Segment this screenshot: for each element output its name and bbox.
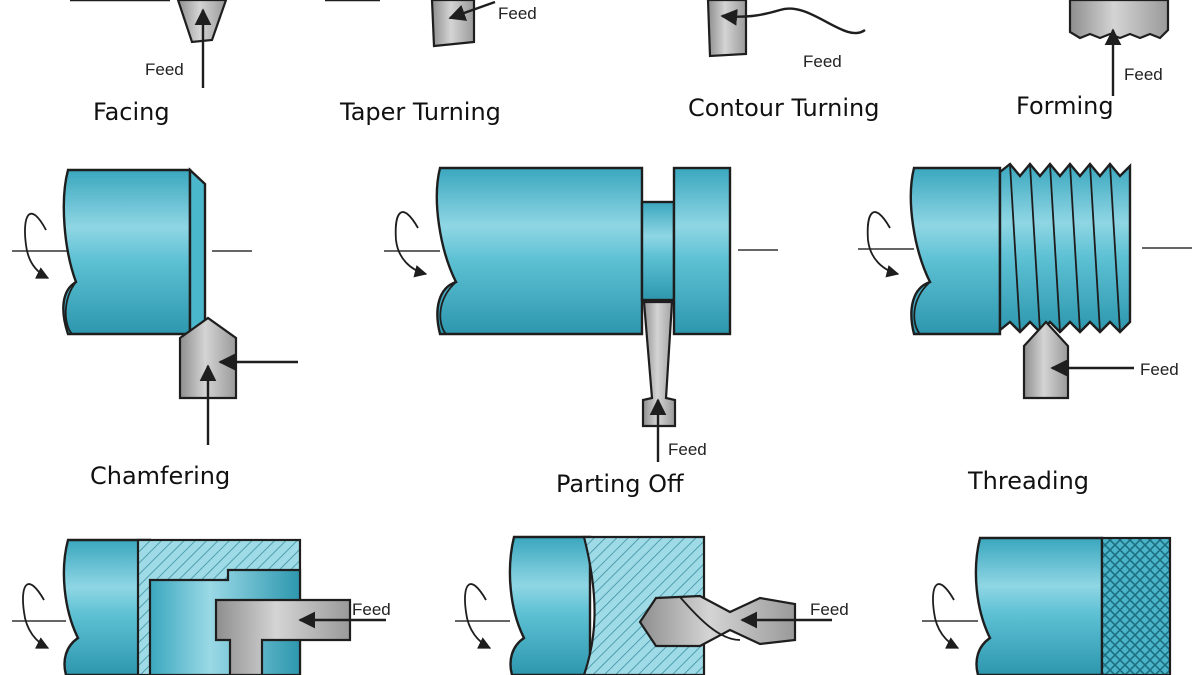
parting-off-label: Parting Off [556, 470, 684, 498]
thread-lines [1009, 163, 1121, 333]
drilling-rotation-arrow [464, 583, 492, 649]
contour-turning-label: Contour Turning [688, 94, 879, 122]
drilling-panel: Feed [455, 535, 849, 675]
forming-panel: Feed Forming [1016, 0, 1170, 120]
parting-tool [641, 300, 677, 428]
knurled-section [1100, 536, 1172, 675]
threading-feed-label: Feed [1140, 360, 1179, 379]
parting-feed-label: Feed [668, 440, 707, 459]
contour-turning-panel: Feed Contour Turning [688, 0, 879, 122]
threading-workpiece [909, 166, 1002, 336]
contour-feed-label: Feed [803, 52, 842, 71]
drill-flute [679, 596, 741, 641]
boring-rotation-arrow [22, 583, 50, 649]
thread-section [998, 162, 1132, 334]
threading-label: Threading [967, 467, 1089, 495]
parting-workpiece-left [435, 166, 644, 336]
facing-panel: Feed Facing [70, 0, 228, 126]
threading-panel: Feed Threading [858, 162, 1192, 495]
parting-rotation-arrow [394, 211, 428, 278]
chamfer-tool [178, 316, 238, 400]
parting-end-curve [439, 281, 457, 335]
taper-feed-arrow [448, 0, 496, 21]
knurling-rotation-arrow [932, 583, 960, 649]
boring-feed-label: Feed [352, 600, 391, 619]
chamfering-panel: Chamfering [12, 167, 298, 490]
drilling-workpiece [508, 535, 592, 675]
threading-end-curve [913, 281, 931, 335]
chamfer-workpiece [62, 168, 192, 336]
taper-tool [430, 0, 476, 48]
chamfering-label: Chamfering [90, 462, 230, 490]
boring-panel: Feed [12, 538, 391, 675]
contour-tool [706, 0, 748, 58]
facing-feed-label: Feed [145, 60, 184, 79]
chamfer-rotation-arrow [24, 212, 50, 279]
taper-turning-label: Taper Turning [339, 98, 501, 126]
facing-label: Facing [93, 98, 170, 126]
chamfer-bevel [188, 167, 207, 337]
knurling-workpiece [974, 536, 1104, 675]
parting-off-panel: Feed Parting Off [384, 166, 778, 498]
parting-neck [640, 200, 676, 302]
taper-turning-panel: Feed Taper Turning [325, 0, 537, 126]
drill-bit [638, 594, 797, 648]
boring-tool [214, 598, 352, 675]
drilling-feed-label: Feed [810, 600, 849, 619]
boring-workpiece [62, 538, 152, 675]
contour-feed-path [720, 7, 866, 35]
forming-label: Forming [1016, 92, 1114, 120]
chamfer-end-curve [64, 281, 77, 335]
forming-feed-label: Feed [1124, 65, 1163, 84]
taper-feed-label: Feed [498, 4, 537, 23]
knurling-panel [922, 536, 1172, 675]
forming-tool [1068, 0, 1170, 40]
threading-rotation-arrow [866, 211, 900, 278]
parting-workpiece-right [672, 166, 732, 336]
threading-tool [1022, 320, 1070, 400]
